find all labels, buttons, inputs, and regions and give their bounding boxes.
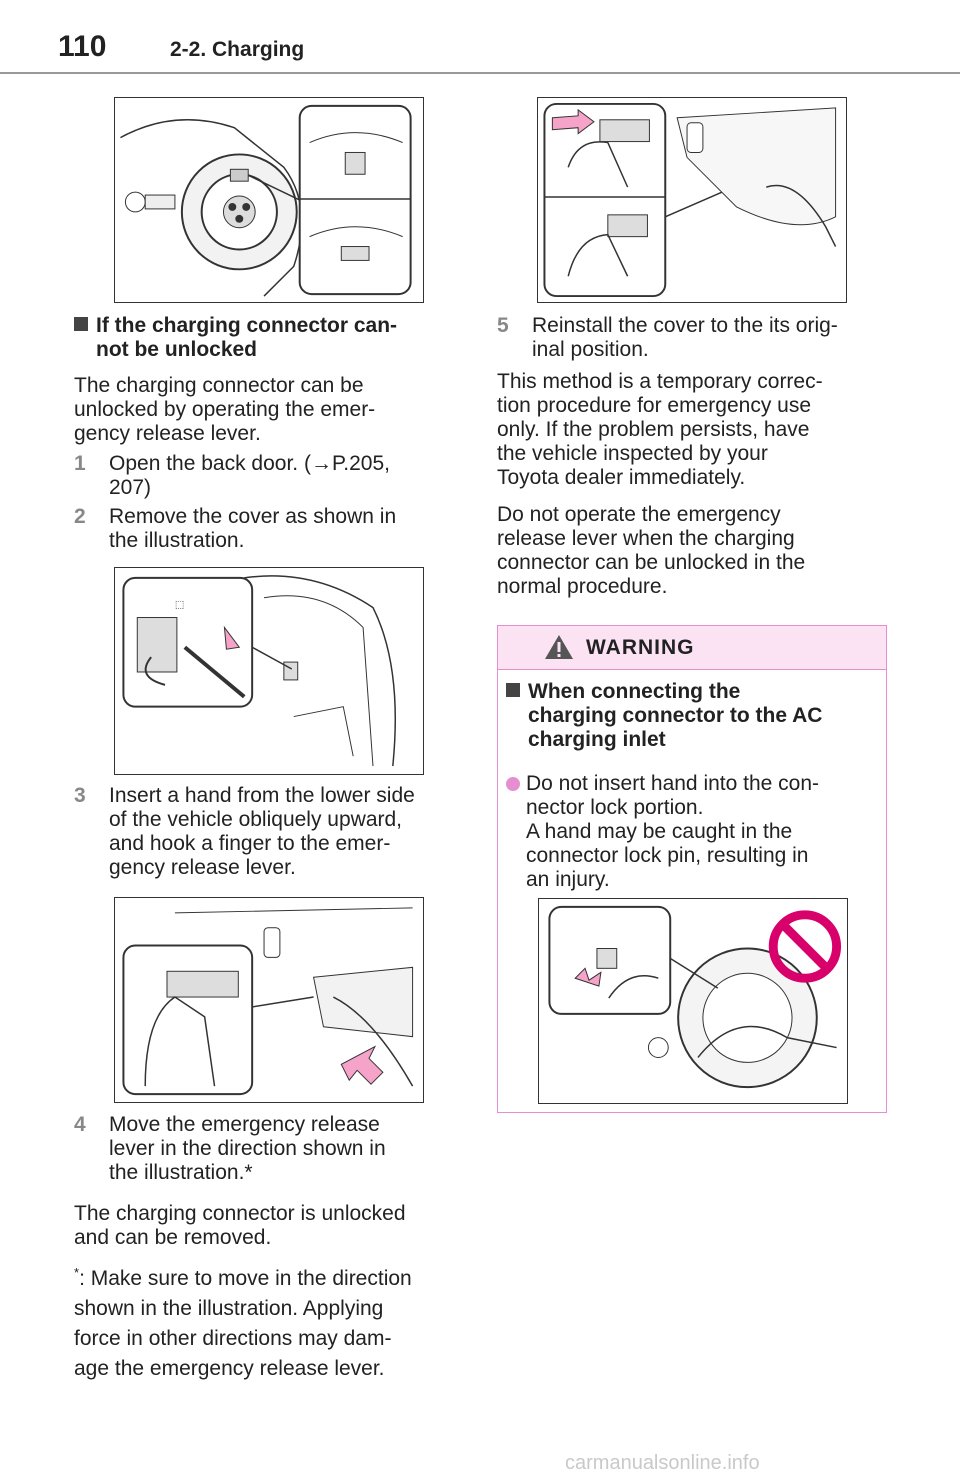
figure-charging-inlet (114, 97, 424, 303)
watermark: carmanualsonline.info (565, 1452, 760, 1474)
warning-triangle-icon (545, 635, 573, 659)
do-not-operate-paragraph: Do not operate the emergency release lev… (497, 503, 806, 598)
step-2-number: 2 (74, 505, 86, 528)
step-4-text: Move the emergency release lever in the … (109, 1113, 386, 1184)
prohibition-icon (768, 910, 842, 983)
temporary-procedure-paragraph: This method is a temporary correc- tion … (497, 370, 823, 489)
step-1-number: 1 (74, 452, 86, 475)
svg-text:⬚: ⬚ (175, 600, 184, 611)
warning-bullet: Do not insert hand into the con- nector … (506, 772, 819, 892)
footnote-mark: * (74, 1265, 80, 1280)
step-5-number: 5 (497, 314, 509, 337)
figure-move-lever (537, 97, 847, 303)
square-bullet-icon (506, 683, 520, 697)
step-4-number: 4 (74, 1113, 86, 1136)
step-3-text: Insert a hand from the lower side of the… (109, 784, 415, 879)
step-1-text: Open the back door. (→P.205, 207) (109, 452, 390, 499)
footnote-text: : Make sure to move in the direction sho… (74, 1267, 412, 1380)
page-number: 110 (58, 30, 107, 63)
step-5-text: Reinstall the cover to the its orig- ina… (532, 314, 838, 361)
intro-paragraph: The charging connector can be unlocked b… (74, 374, 376, 445)
warning-bullet-text: Do not insert hand into the con- nector … (526, 772, 820, 891)
warning-heading-text: When connecting the charging connector t… (528, 680, 823, 751)
figure-insert-hand (114, 897, 424, 1103)
warning-box: WARNING When connecting the charging con… (497, 625, 887, 1113)
round-bullet-icon (506, 777, 520, 791)
heading-text: If the charging connector can- not be un… (96, 314, 398, 361)
figure-remove-cover: ⬚ (114, 567, 424, 775)
step-2-text: Remove the cover as shown in the illustr… (109, 505, 397, 552)
header-divider (0, 72, 960, 74)
warning-heading: When connecting the charging connector t… (506, 680, 822, 752)
section-heading: If the charging connector can- not be un… (74, 314, 397, 362)
square-bullet-icon (74, 317, 88, 331)
warning-header: WARNING (498, 626, 886, 670)
result-paragraph: The charging connector is unlocked and c… (74, 1202, 406, 1249)
warning-title: WARNING (586, 636, 695, 659)
figure-prohibited-hand (538, 898, 848, 1104)
step-3-number: 3 (74, 784, 86, 807)
footnote: *: Make sure to move in the direction sh… (74, 1258, 412, 1384)
section-title: 2-2. Charging (170, 38, 305, 61)
